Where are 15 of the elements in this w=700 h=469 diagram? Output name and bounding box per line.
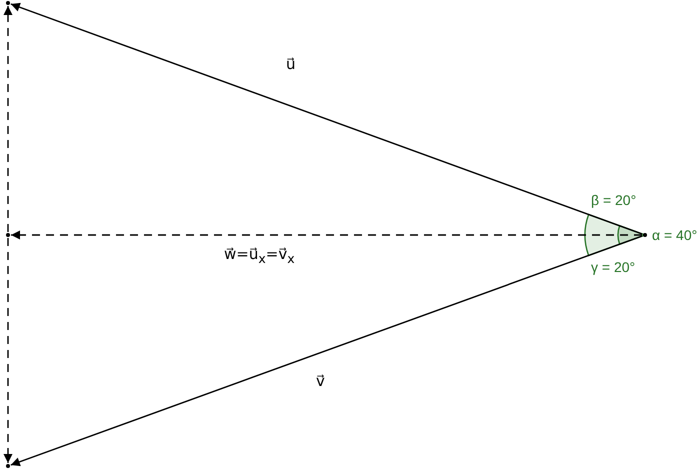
- angle-label: γ = 20°: [591, 259, 636, 275]
- vector-point: [643, 233, 647, 237]
- vector-point: [6, 464, 10, 468]
- vector-label: v⃗: [316, 372, 325, 390]
- vector-arrow: [11, 230, 642, 240]
- vector-point: [6, 1, 10, 5]
- vector-arrow: [10, 2, 642, 235]
- vector-label: u⃗: [286, 55, 296, 73]
- vector-arrow: [4, 238, 12, 463]
- vector-label: w⃗=u⃗$_{x}$=v⃗$_{x}$: [224, 245, 295, 268]
- angle-label: β = 20°: [591, 192, 636, 208]
- vector-point: [6, 233, 10, 237]
- vector-arrow: [4, 6, 12, 232]
- vector-arrow: [10, 235, 642, 466]
- angle-label: α = 40°: [652, 227, 698, 243]
